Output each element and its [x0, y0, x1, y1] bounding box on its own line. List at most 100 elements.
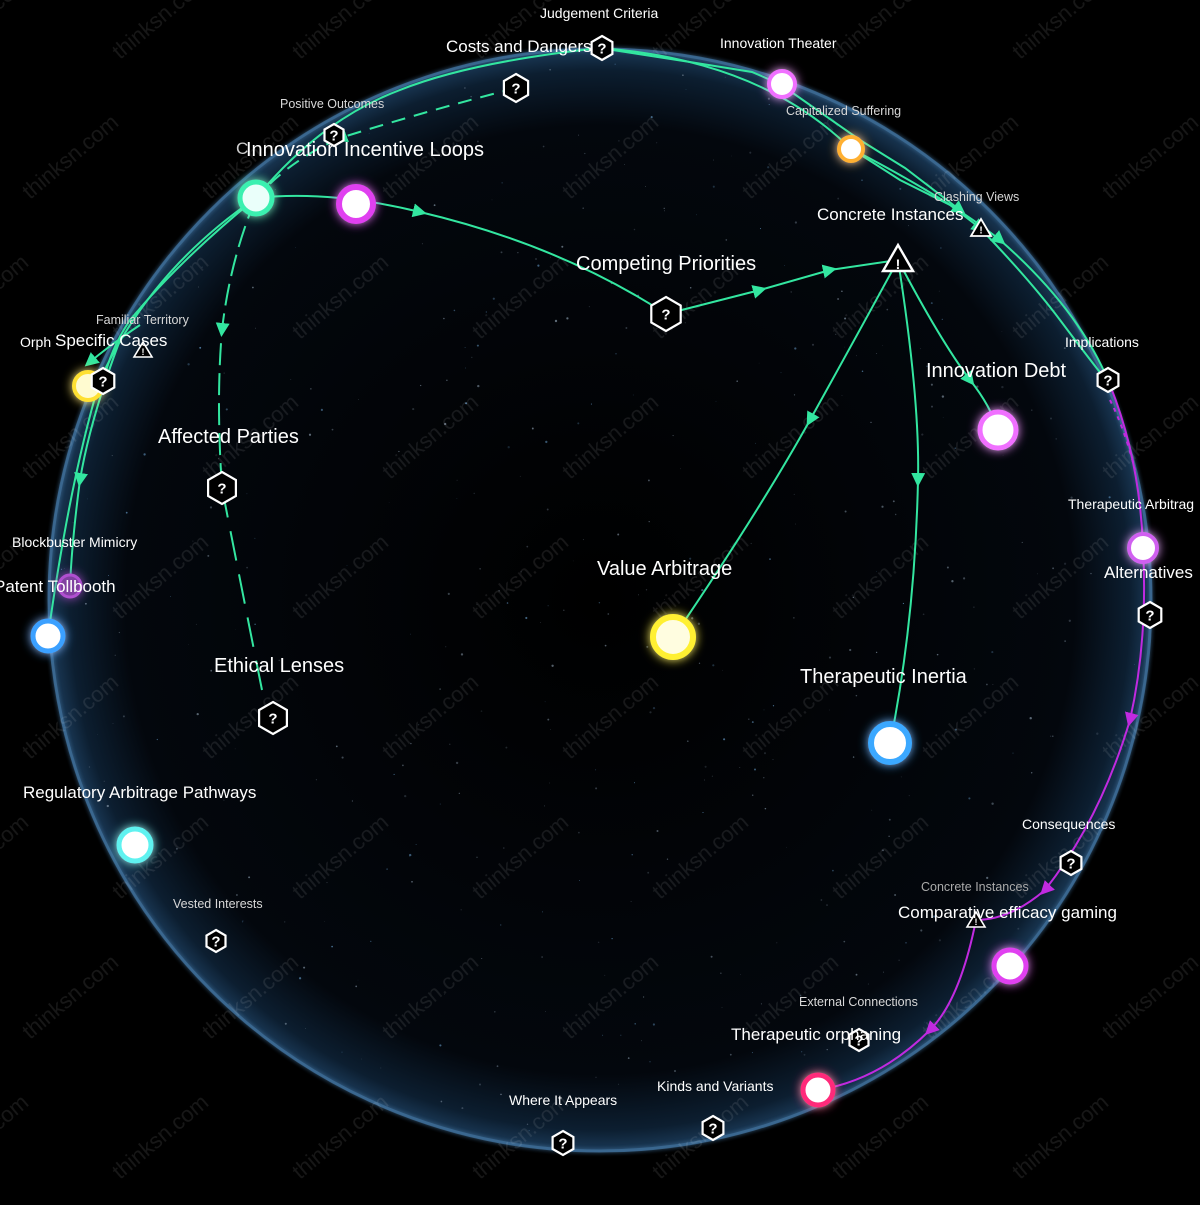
- label-specific-cases-prefix: Orph: [20, 334, 51, 350]
- star: [954, 728, 957, 731]
- question-icon-implications[interactable]: ?: [1096, 366, 1120, 394]
- star: [793, 617, 795, 619]
- star: [723, 738, 726, 741]
- question-icon-ethical-lenses[interactable]: ?: [258, 700, 288, 736]
- question-icon-consequences[interactable]: ?: [1059, 849, 1083, 877]
- node-capitalized-suffering[interactable]: [837, 135, 865, 163]
- star: [578, 134, 580, 136]
- node-innovation-debt[interactable]: [977, 409, 1019, 451]
- star: [368, 132, 370, 134]
- star: [305, 1028, 306, 1029]
- star: [393, 773, 395, 775]
- star: [680, 468, 681, 470]
- node-value-arbitrage[interactable]: [650, 614, 696, 660]
- watermark-text: thinksn.com: [827, 0, 933, 64]
- question-icon-costs-and-dangers[interactable]: ?: [502, 72, 530, 104]
- question-icon-vested-interests[interactable]: ?: [205, 928, 227, 954]
- node-blockbuster-left[interactable]: [30, 618, 66, 654]
- label-loops-prefix: C: [236, 139, 248, 158]
- nodes-layer[interactable]: [30, 69, 1159, 1108]
- warning-icon-concrete-instances[interactable]: !: [880, 242, 916, 273]
- star: [114, 654, 116, 656]
- star: [820, 899, 823, 901]
- star: [439, 688, 441, 690]
- node-therapeutic-inertia[interactable]: [868, 721, 912, 765]
- star: [663, 207, 665, 209]
- watermark-text: thinksn.com: [287, 1089, 393, 1184]
- star: [826, 904, 828, 906]
- question-icon-judgement-criteria[interactable]: ?: [590, 34, 614, 62]
- label-kinds-and-variants: Kinds and Variants: [657, 1078, 773, 1094]
- node-therapeutic-orphaning[interactable]: [800, 1072, 836, 1108]
- star: [1001, 385, 1004, 389]
- star: [84, 602, 87, 605]
- star: [1108, 496, 1111, 499]
- star: [108, 574, 109, 576]
- link-innov-cap: [779, 83, 966, 215]
- star: [684, 322, 686, 324]
- node-patent-tollbooth[interactable]: [57, 573, 83, 599]
- star: [924, 1021, 925, 1023]
- star: [849, 648, 852, 652]
- warning-nodes-layer[interactable]: ! ! ! !: [132, 217, 993, 928]
- star: [892, 500, 895, 503]
- label-where-it-appears: Where It Appears: [509, 1092, 617, 1108]
- question-icon-alternatives[interactable]: ?: [1137, 600, 1163, 630]
- star: [598, 601, 601, 604]
- node-purple-loops[interactable]: [336, 184, 376, 224]
- watermark-text: thinksn.com: [0, 249, 33, 344]
- star: [643, 996, 645, 998]
- question-icon-kinds-and-variants[interactable]: ?: [701, 1114, 725, 1142]
- star: [295, 246, 297, 248]
- sphere-background: [48, 48, 1152, 1152]
- warning-icon-familiar-territory[interactable]: !: [132, 340, 154, 358]
- star: [234, 748, 236, 750]
- svg-text:!: !: [142, 347, 145, 357]
- warning-icon-concrete-instances-bottom[interactable]: !: [965, 910, 987, 928]
- question-icon-positive-outcomes[interactable]: ?: [323, 122, 345, 148]
- node-innovation-incentive-loops[interactable]: [237, 179, 275, 217]
- star: [875, 651, 878, 654]
- question-icon-external-connections[interactable]: ?: [848, 1027, 870, 1053]
- star: [618, 1083, 619, 1085]
- star: [444, 993, 445, 995]
- question-icon-affected-parties[interactable]: ?: [207, 470, 237, 506]
- star: [686, 740, 689, 743]
- star: [835, 333, 837, 336]
- star: [919, 348, 921, 350]
- star: [278, 659, 280, 662]
- star: [235, 629, 236, 630]
- star: [656, 142, 658, 144]
- star: [548, 782, 550, 784]
- question-icon-specific-cases[interactable]: ?: [90, 366, 116, 396]
- label-judgement-criteria: Judgement Criteria: [540, 5, 658, 21]
- star: [930, 383, 933, 386]
- question-icon-where-it-appears[interactable]: ?: [551, 1129, 575, 1157]
- star: [324, 921, 325, 922]
- star: [88, 766, 90, 768]
- star: [720, 972, 722, 974]
- star: [456, 479, 458, 481]
- node-therapeutic-arbitrage[interactable]: [1127, 532, 1159, 564]
- node-regulatory-arbitrage[interactable]: [116, 826, 154, 864]
- label-concrete-instances-bottom: Concrete Instances: [921, 880, 1029, 894]
- star: [844, 346, 846, 348]
- label-alternatives: Alternatives: [1104, 563, 1193, 582]
- star: [480, 710, 483, 712]
- warning-icon-clashing-views[interactable]: !: [969, 217, 993, 237]
- star: [604, 644, 607, 647]
- star: [940, 247, 942, 249]
- question-icon-competing-priorities[interactable]: ?: [650, 295, 682, 333]
- question-nodes-layer[interactable]: ??????????????: [90, 34, 1163, 1157]
- star: [871, 809, 873, 811]
- star: [346, 565, 348, 567]
- star: [225, 408, 228, 411]
- svg-text:?: ?: [329, 128, 338, 145]
- star: [710, 955, 713, 958]
- node-innovation-theater[interactable]: [767, 69, 797, 99]
- star: [615, 353, 617, 355]
- star: [357, 979, 359, 981]
- node-comparative-efficacy[interactable]: [991, 947, 1029, 985]
